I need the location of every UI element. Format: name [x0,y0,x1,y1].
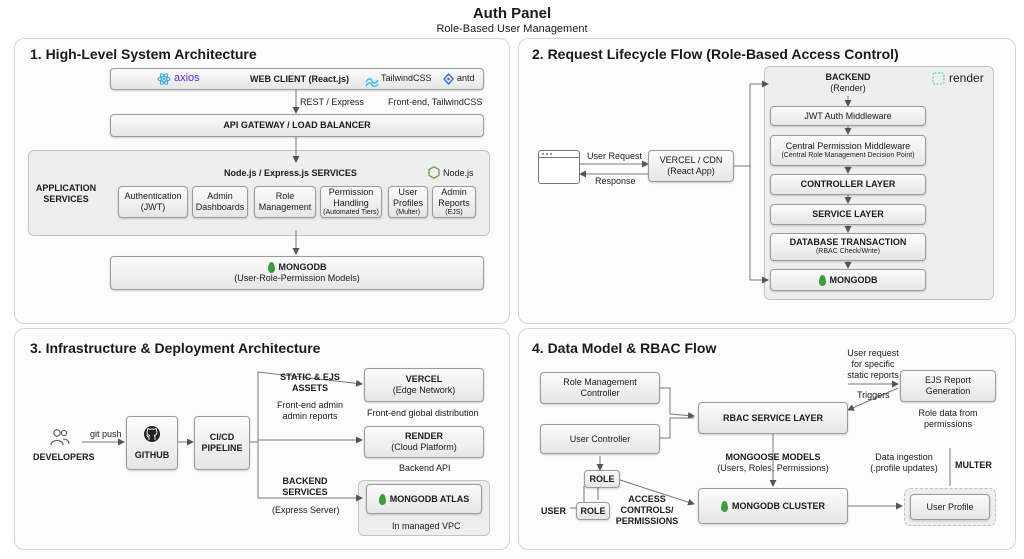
service-authentication: Authentication(JWT) [118,186,188,218]
vercel-edge-box: VERCEL(Edge Network) [364,368,484,402]
jwt-middleware-box: JWT Auth Middleware [770,106,926,126]
react-icon [157,72,171,91]
user-controller-box: User Controller [540,424,660,454]
database-transaction-box: DATABASE TRANSACTION(RBAC Check/Write) [770,233,926,261]
web-client-label: WEB CLIENT (React.js) [250,74,350,84]
rest-express-label: REST / Express [300,97,364,107]
render-icon [932,72,945,90]
express-server-label: (Express Server) [272,505,340,515]
axios-label: axios [174,72,200,84]
role-box-top: ROLE [584,470,620,488]
controller-layer-box: CONTROLLER LAYER [770,174,926,195]
github-box: GITHUB [126,416,178,470]
user-label: USER [541,506,567,516]
mongodb-leaf-icon [721,500,728,512]
developers-icon [50,428,70,451]
triggers-label: Triggers [857,390,890,400]
mongodb-leaf-icon [378,493,386,505]
mongodb-atlas-box: MONGODB ATLAS [366,484,482,514]
render-cloud-box: RENDER(Cloud Platform) [364,426,484,458]
panel-3-title: 3. Infrastructure & Deployment Architect… [30,340,321,356]
response-label: Response [595,176,636,186]
permission-middleware-box: Central Permission Middleware(Central Ro… [770,135,926,166]
role-box-bottom: ROLE [576,502,610,520]
render-label: render [949,71,984,85]
browser-window-icon [538,150,580,184]
mongoose-models-label: MONGOOSE MODELS(Users, Roles, Permission… [717,452,829,473]
data-ingestion-label: Data ingestion(.profile updates) [870,452,938,473]
page-subtitle: Role-Based User Management [436,23,588,35]
render-note: Backend API [399,463,451,473]
mongodb-lifecycle-box: MONGODB [770,269,926,291]
mongodb-leaf-icon [818,274,826,286]
user-profile-box: User Profile [910,494,990,520]
antd-label: antd [457,73,475,83]
web-client-box [110,68,484,90]
git-push-label: git push [90,429,122,439]
service-layer-box: SERVICE LAYER [770,204,926,225]
api-gateway-box: API GATEWAY / LOAD BALANCER [110,114,484,137]
vercel-cdn-box: VERCEL / CDN(React App) [648,150,734,182]
nodejs-label: Node.js [443,168,474,178]
github-icon [143,425,161,446]
services-title: Node.js / Express.js SERVICES [224,168,357,178]
user-request-label: User Request [587,151,643,161]
panel-1-title: 1. High-Level System Architecture [30,46,257,62]
atlas-note: In managed VPC [392,521,461,531]
panel-2-title: 2. Request Lifecycle Flow (Role-Based Ac… [532,46,899,62]
tailwind-label: TailwindCSS [381,73,432,83]
frontend-tailwind-note: Front-end, TailwindCSS [388,97,483,107]
tailwind-icon [365,74,379,92]
vercel-note: Front-end global distribution [367,408,479,418]
nodejs-icon [428,166,440,184]
page-title: Auth Panel [472,5,552,22]
backend-label: BACKEND(Render) [825,72,871,93]
panel-4-title: 4. Data Model & RBAC Flow [532,340,717,356]
developers-label: DEVELOPERS [33,452,95,462]
rbac-service-layer-box: RBAC SERVICE LAYER [698,402,848,434]
mongodb-box: MONGODB (User-Role-Permission Models) [110,256,484,290]
antd-icon [443,72,454,90]
multer-label: MULTER [955,460,992,470]
mongodb-cluster-box: MONGODB CLUSTER [698,488,848,524]
mongodb-leaf-icon [267,262,275,274]
